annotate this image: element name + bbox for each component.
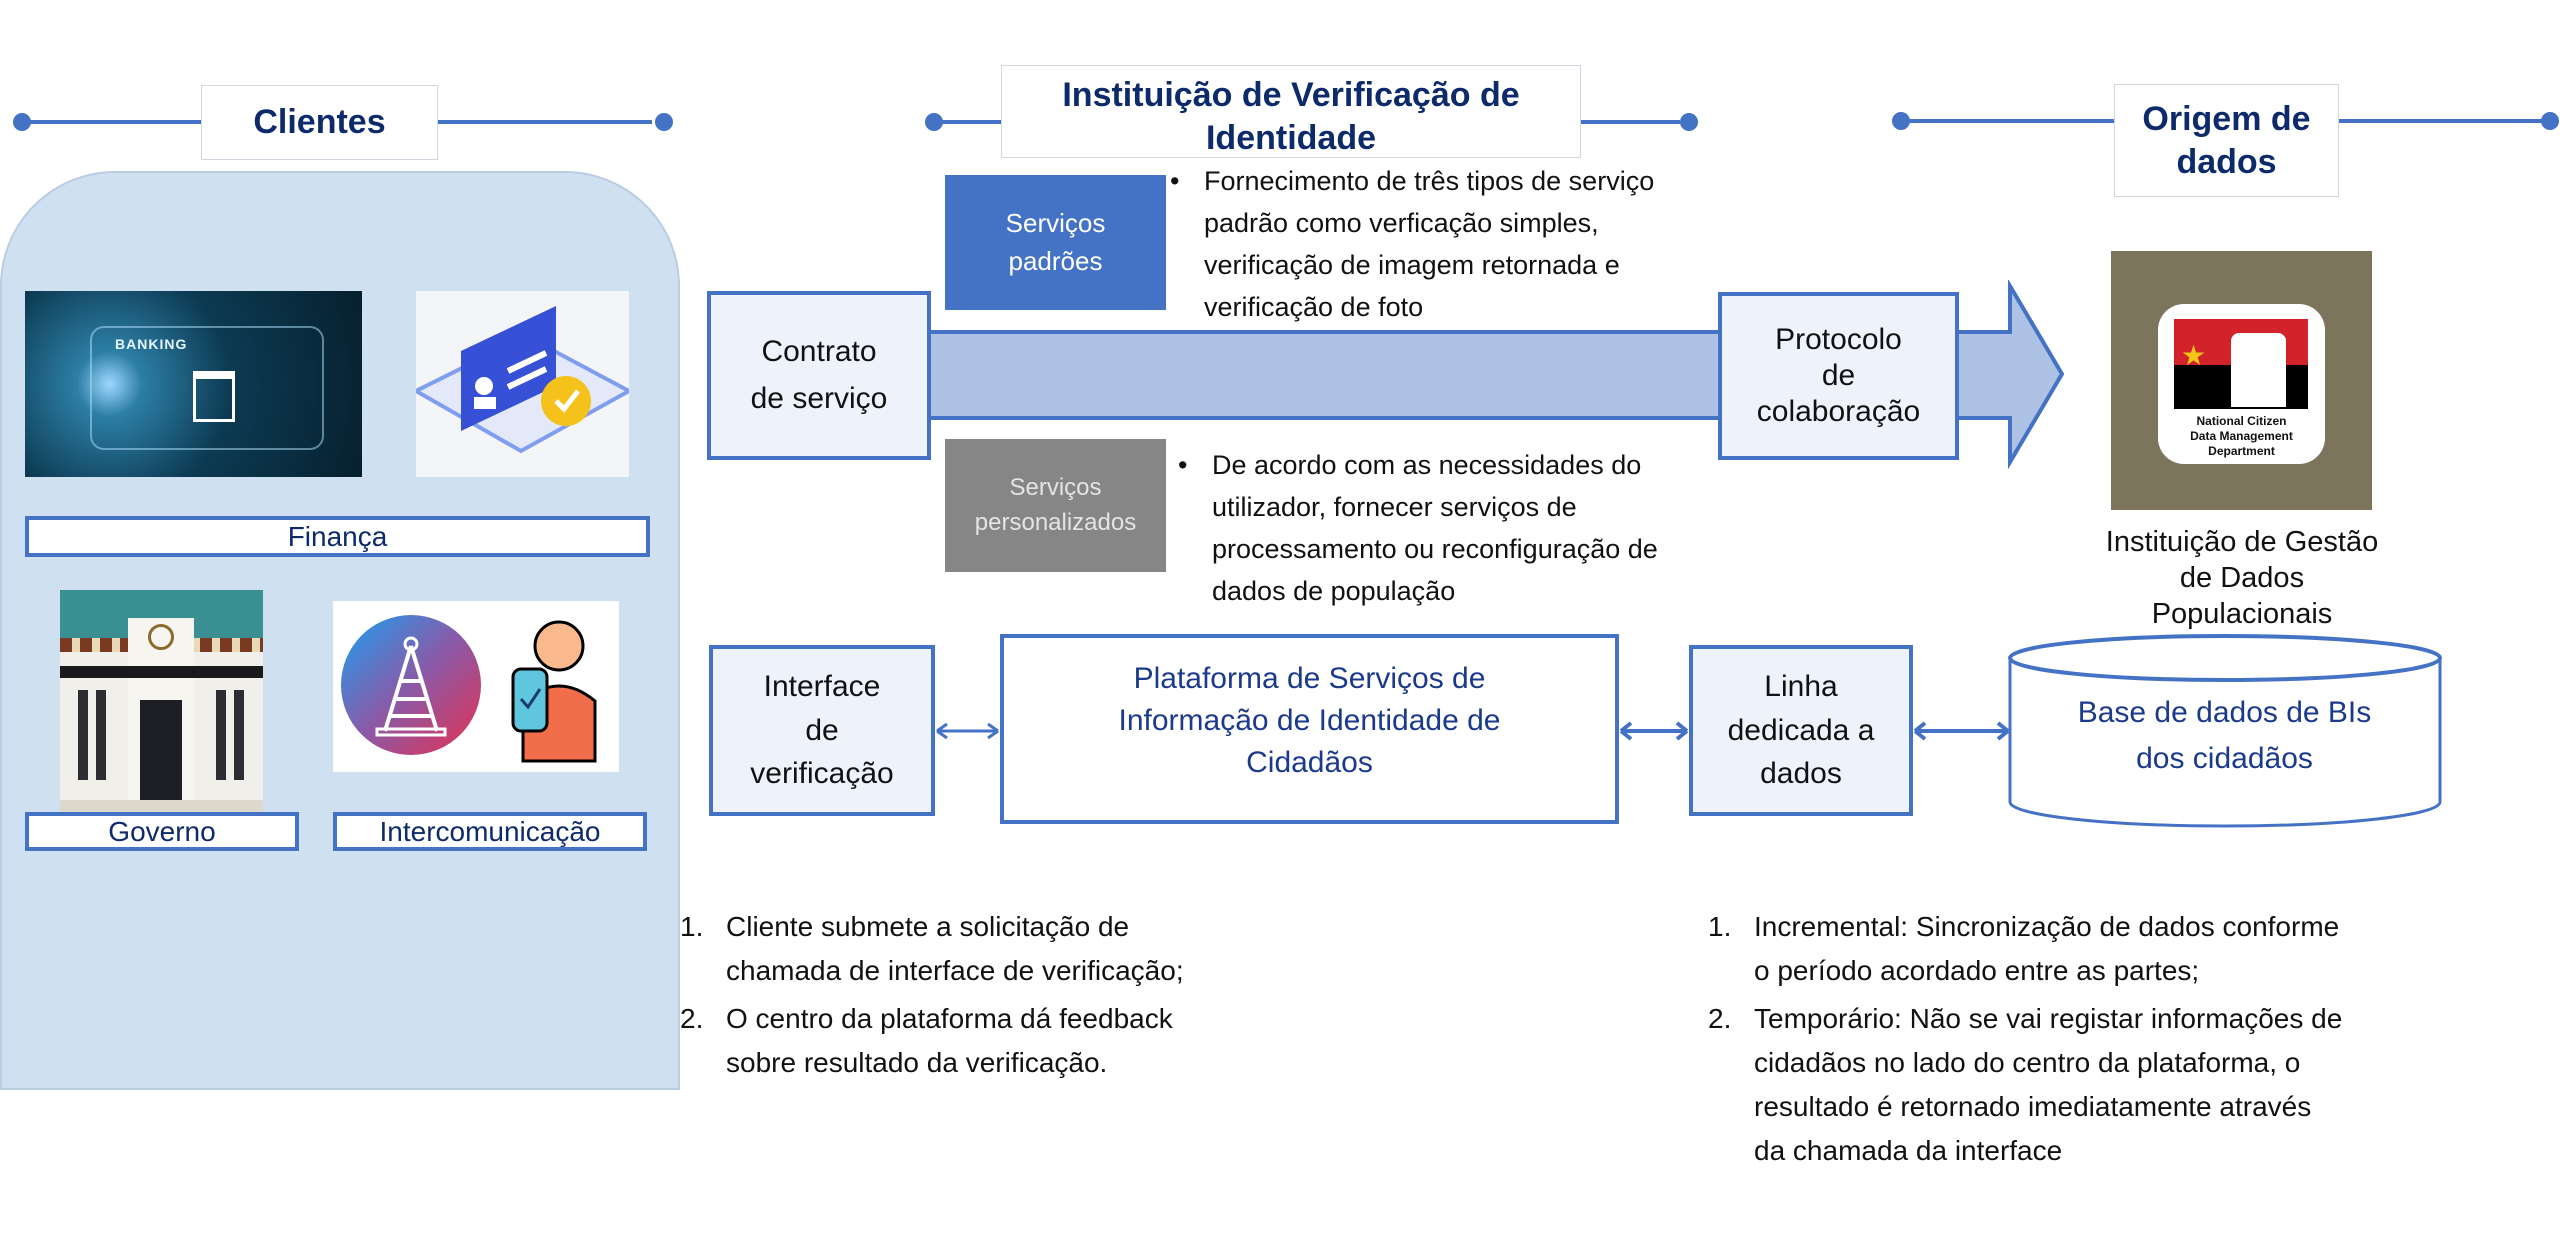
standard-services-box: Serviços padrões	[945, 175, 1166, 310]
collaboration-protocol-box: Protocolo de colaboração	[1718, 292, 1959, 460]
government-building-image	[60, 590, 263, 812]
double-arrow-icon	[936, 722, 999, 740]
description-line: processamento ou reconfiguração de	[1212, 534, 1658, 564]
dedicated-line-box: Linha dedicada a dados	[1689, 645, 1913, 816]
description-line: utilizador, fornecer serviços de	[1212, 492, 1577, 522]
angola-emblem-icon: ★	[2181, 340, 2207, 371]
identity-platform-box: Plataforma de Serviços de Informação de …	[1000, 634, 1619, 824]
data-institution-caption: Instituição de Gestão de Dados Populacio…	[2092, 524, 2392, 632]
dedicated-line-text: dados	[1760, 757, 1842, 791]
double-arrow-icon	[1619, 721, 1689, 741]
dedicated-line-text: Linha	[1764, 670, 1838, 704]
caption-line: Instituição de Gestão	[2105, 526, 2379, 558]
standard-services-label: Serviços	[1005, 207, 1106, 238]
database-label: Base de dados de BIs dos cidadãos	[2010, 690, 2439, 782]
protocol-line: de	[1821, 359, 1856, 392]
line-dot	[1892, 112, 1910, 130]
data-sync-list: 1.Incremental: Sincronização de dados co…	[1708, 905, 2342, 1177]
intercom-label: Intercomunicação	[333, 812, 647, 851]
description-line: De acordo com as necessidades do	[1212, 450, 1642, 480]
dedicated-line-text: dedicada a	[1727, 713, 1875, 747]
banking-image: BANKING	[25, 291, 362, 477]
custom-services-box: Serviços personalizados	[945, 439, 1166, 572]
interface-line: verificação	[750, 757, 894, 791]
standard-services-label: padrões	[1008, 245, 1103, 276]
caption-line: de Dados	[2179, 562, 2305, 594]
government-label: Governo	[25, 812, 299, 851]
description-line: Fornecimento de três tipos de serviço	[1204, 166, 1655, 196]
banking-image-text: BANKING	[115, 336, 188, 352]
interface-line: Interface	[763, 670, 881, 704]
platform-line: Informação de Identidade de	[1118, 704, 1501, 737]
clients-header: Clientes	[201, 85, 438, 160]
caption-line: Populacionais	[2151, 598, 2333, 630]
database-line: Base de dados de BIs	[2077, 696, 2372, 729]
service-contract-box: Contrato de serviço	[707, 291, 931, 460]
list-item: 1.Incremental: Sincronização de dados co…	[1708, 911, 2340, 986]
double-arrow-icon	[1913, 721, 2010, 741]
custom-services-description: • De acordo com as necessidades do utili…	[1178, 444, 1658, 612]
contract-line: Contrato	[761, 335, 877, 368]
id-card-image	[411, 291, 634, 477]
finance-label: Finança	[25, 516, 650, 557]
database-line: dos cidadãos	[2136, 742, 2313, 775]
custom-services-label: Serviços	[1009, 473, 1102, 501]
platform-line: Cidadãos	[1246, 746, 1373, 779]
line-dot	[925, 113, 943, 131]
description-line: verificação de imagem retornada e	[1204, 250, 1620, 280]
protocol-line: colaboração	[1756, 395, 1921, 428]
bullet: •	[1170, 166, 1180, 196]
line-dot	[1680, 113, 1698, 131]
contract-line: de serviço	[750, 381, 888, 415]
description-line: verificação de foto	[1204, 292, 1424, 322]
interface-line: de	[805, 713, 839, 747]
bank-icon	[193, 371, 235, 422]
standard-services-description: • Fornecimento de três tipos de serviço …	[1170, 160, 1654, 328]
protocol-line: Protocolo	[1775, 323, 1902, 356]
citizen-database-cylinder	[2008, 634, 2442, 828]
description-line: dados de população	[1212, 576, 1456, 606]
list-item: 2.Temporário: Não se vai registar inform…	[1708, 1003, 2343, 1166]
data-origin-title: Origem de dados	[2142, 100, 2311, 181]
line-dot	[655, 113, 673, 131]
institution-header-title: Instituição de Verificação de Identidade	[1062, 76, 1520, 157]
data-management-logo: ★ National Citizen Data Management Depar…	[2111, 251, 2372, 510]
line-dot	[13, 113, 31, 131]
data-origin-header: Origem de dados	[2114, 84, 2339, 197]
institution-header: Instituição de Verificação de Identidade	[1001, 65, 1581, 158]
line-dot	[2541, 112, 2559, 130]
platform-line: Plataforma de Serviços de	[1133, 662, 1486, 695]
telecom-image	[333, 601, 619, 772]
description-line: padrão como verficação simples,	[1204, 208, 1599, 238]
bullet: •	[1178, 450, 1188, 480]
logo-text: National Citizen Data Management Departm…	[2190, 414, 2293, 458]
custom-services-label: personalizados	[974, 508, 1137, 536]
verification-interface-box: Interface de verificação	[709, 645, 935, 816]
